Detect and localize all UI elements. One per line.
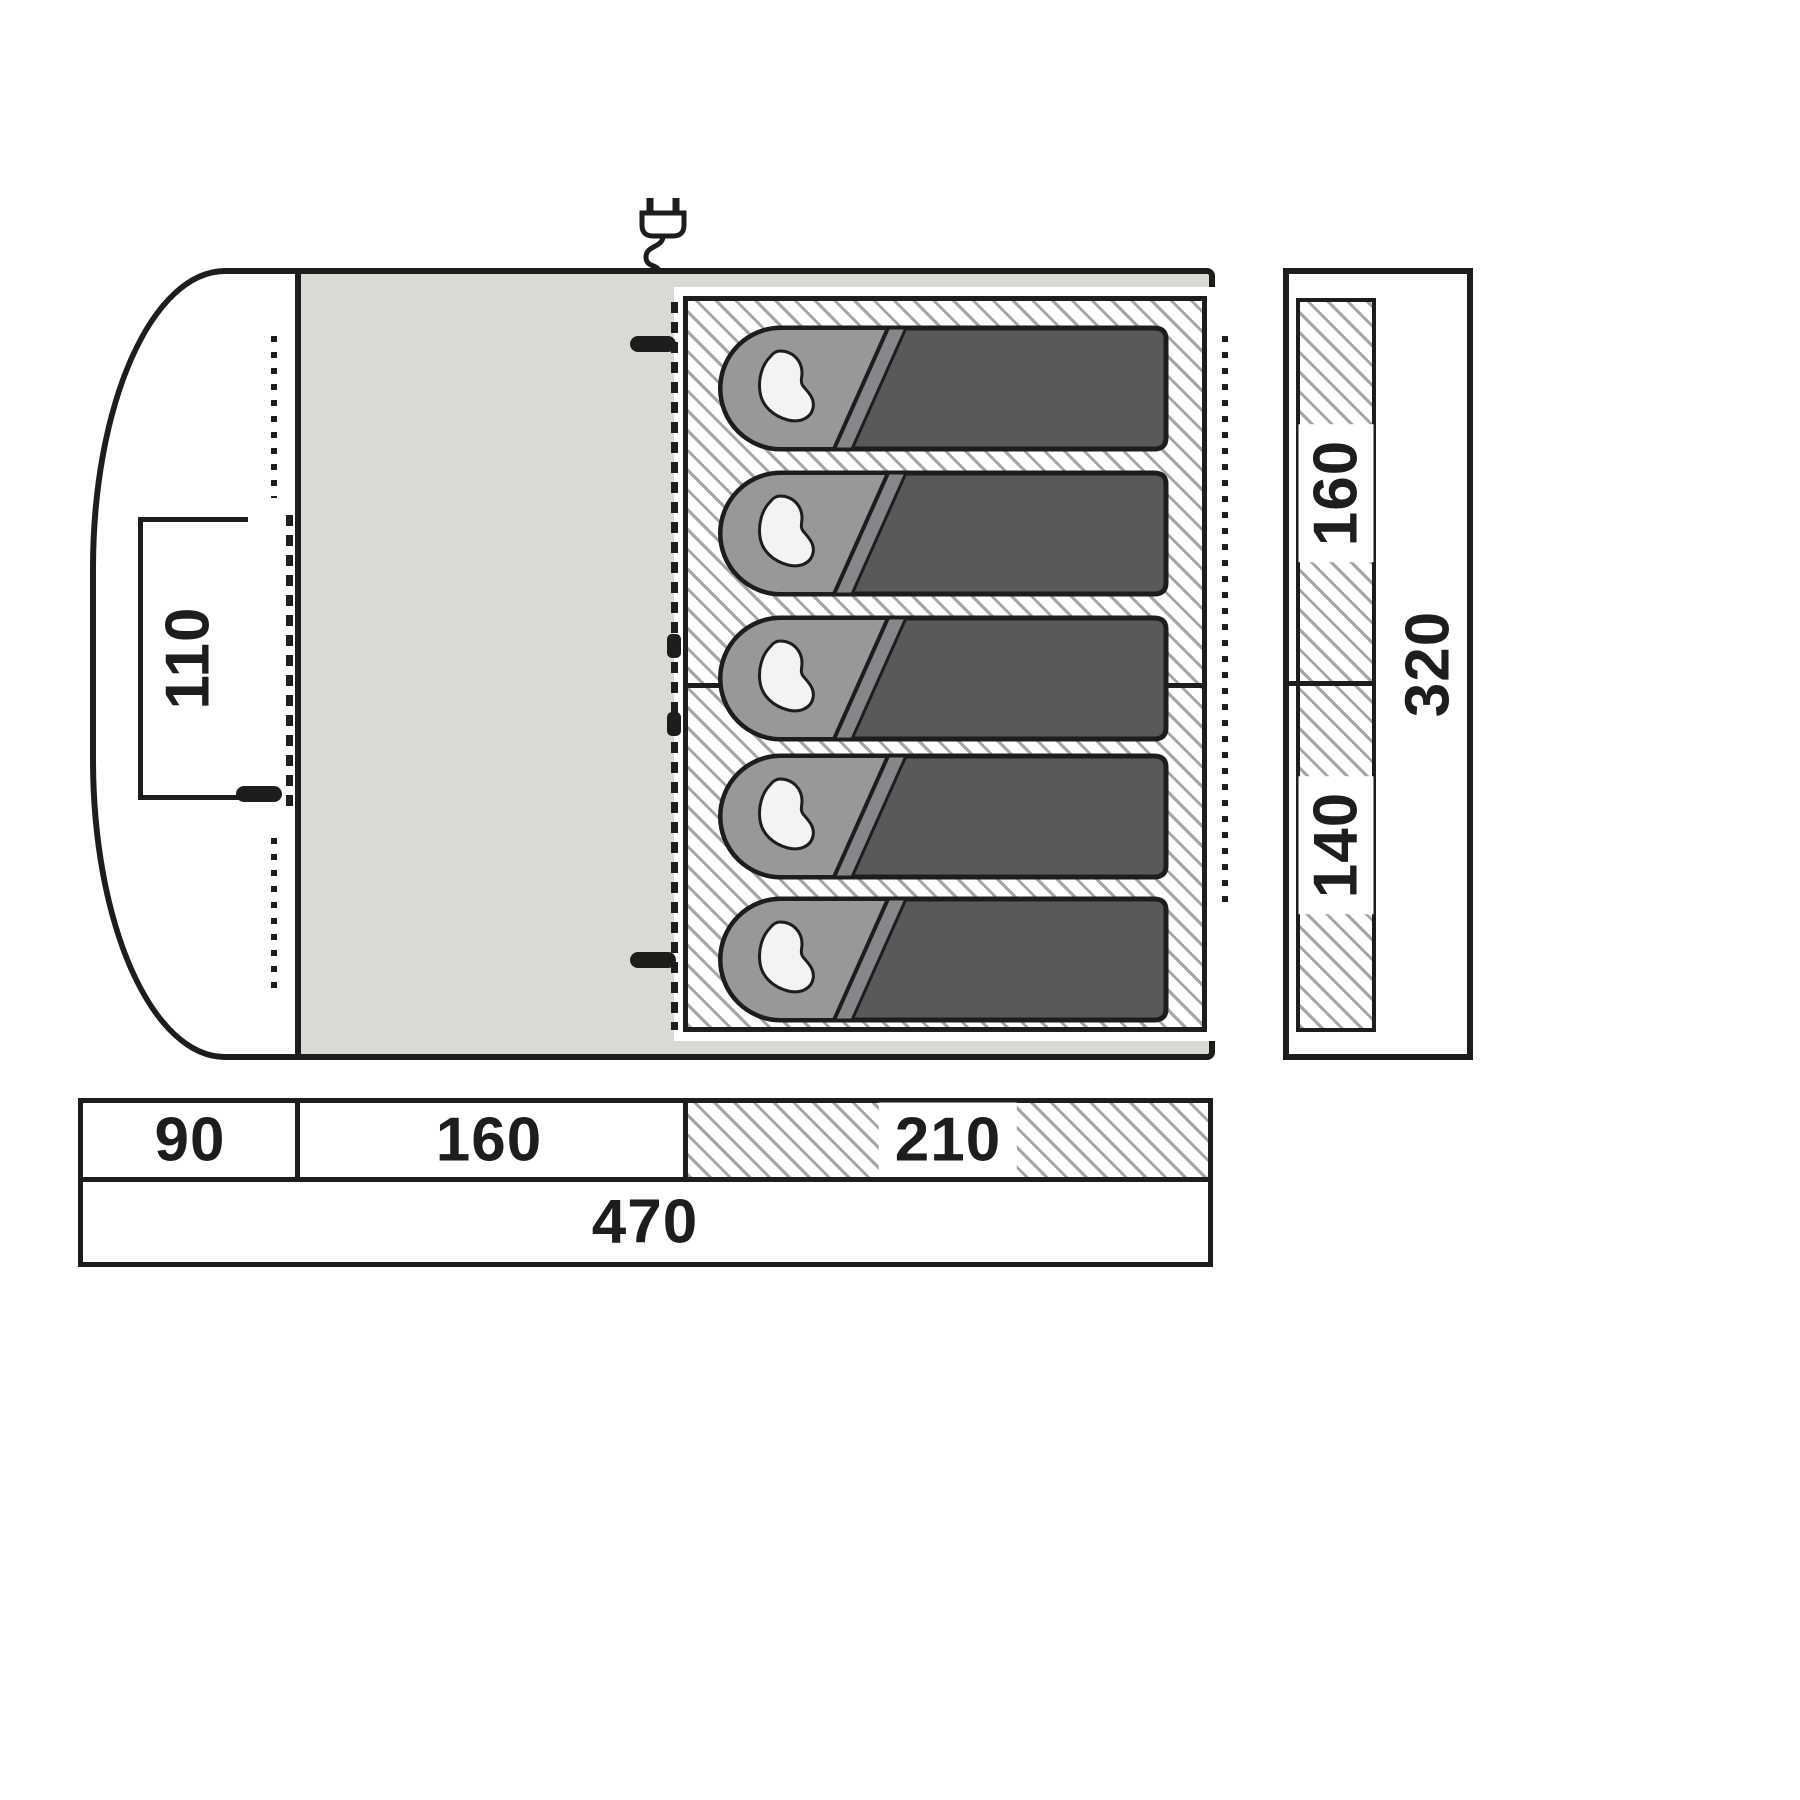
total-length-row: [78, 1177, 1213, 1267]
door-zipper-line: [286, 515, 293, 810]
sleeping-bag-icon: [718, 753, 1169, 880]
label-total-length: 470: [591, 1187, 699, 1257]
person-silhouette-icon: [758, 777, 815, 851]
sleeping-bag: [718, 615, 1170, 742]
label-bedroom-depth: 210: [878, 1102, 1018, 1178]
zipper-toggle-icon: [236, 786, 282, 802]
zipper-toggle-icon: [630, 952, 676, 968]
label-living-depth: 160: [435, 1105, 543, 1175]
zipper-slider-icon: [667, 634, 681, 658]
label-total-width: 320: [1393, 610, 1463, 718]
person-silhouette-icon: [758, 349, 815, 423]
person-silhouette-icon: [758, 639, 815, 713]
label-inner-width: 110: [153, 606, 223, 710]
person-silhouette-icon: [758, 920, 815, 994]
label-bedroom-top-width: 160: [1298, 423, 1374, 563]
cabin-zipper-line: [671, 302, 678, 1030]
zipper-toggle-icon: [630, 336, 676, 352]
sleeping-bag-icon: [718, 615, 1169, 742]
cell-living-depth: [295, 1103, 683, 1177]
width-divider-line: [1283, 681, 1376, 686]
sleeping-bag-icon: [718, 325, 1169, 452]
side-dotted-line: [1222, 336, 1228, 912]
depth-dimension-row: [78, 1098, 1213, 1182]
inner-width-bracket-tick-bottom: [138, 795, 248, 800]
inner-width-bracket-tick-top: [138, 517, 248, 522]
sleeping-bag-icon: [718, 896, 1169, 1023]
sleeping-bag: [718, 753, 1170, 880]
zipper-slider-icon: [667, 712, 681, 736]
door-dotted-line-upper: [271, 336, 277, 498]
sleeping-bag: [718, 325, 1170, 452]
sleeping-bag: [718, 896, 1170, 1023]
label-bedroom-bottom-width: 140: [1298, 775, 1374, 915]
person-silhouette-icon: [758, 494, 815, 568]
door-dotted-line-lower: [271, 838, 277, 996]
sleeping-bag: [718, 470, 1170, 597]
sleeping-bag-icon: [718, 470, 1169, 597]
sleeping-cabin: [683, 296, 1207, 1032]
inner-width-bracket-line: [138, 517, 143, 800]
label-porch-depth: 90: [154, 1105, 226, 1175]
width-dimension-strip: [1296, 298, 1376, 1032]
power-plug-icon: [639, 198, 687, 272]
